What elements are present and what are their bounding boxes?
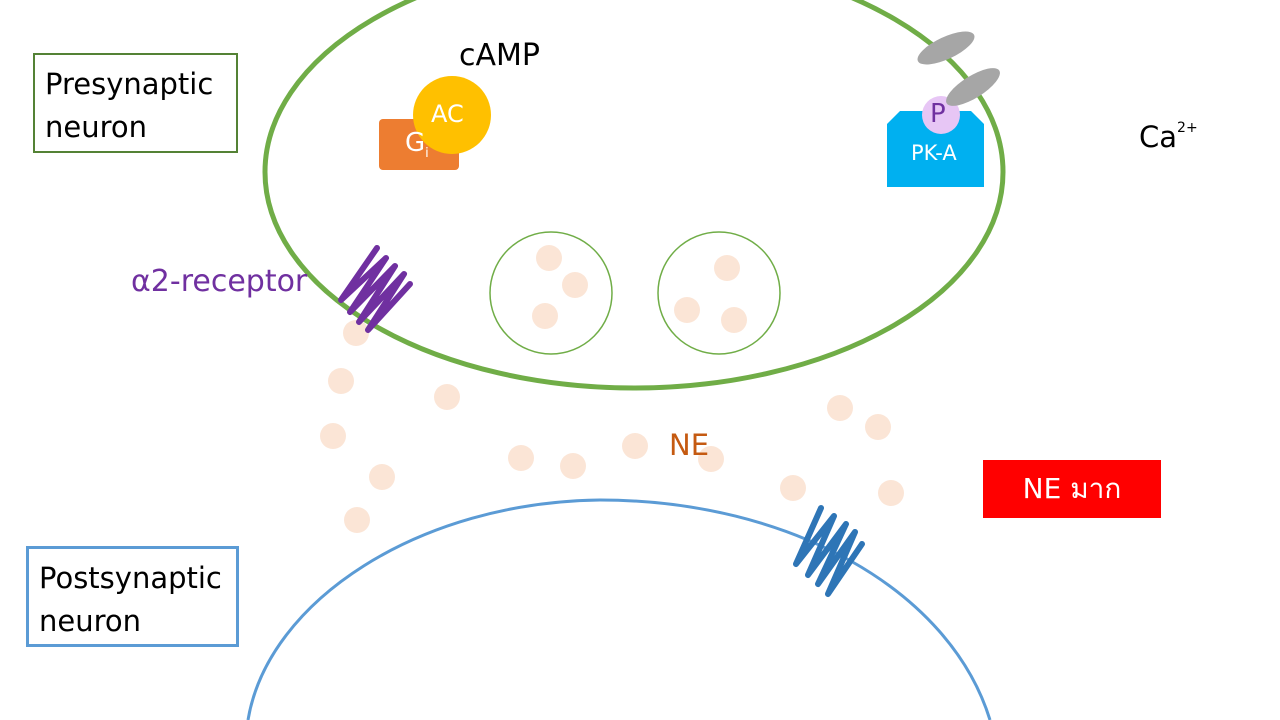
ne-molecule — [369, 464, 395, 490]
ne-molecule — [343, 320, 369, 346]
gi-label: Gi — [405, 128, 429, 161]
calcium-channel-bottom — [946, 68, 1000, 106]
ne-molecule — [878, 480, 904, 506]
ne-molecule — [344, 507, 370, 533]
ne-molecule — [328, 368, 354, 394]
postsynaptic-membrane — [246, 498, 992, 720]
calcium-label: Ca2+ — [1139, 120, 1198, 154]
phosphate-label: P — [930, 99, 946, 129]
ne-molecule — [674, 297, 700, 323]
ne-molecule — [865, 414, 891, 440]
calcium-channel-top — [917, 31, 975, 65]
calcium-text: Ca — [1139, 120, 1178, 154]
ac-label: AC — [431, 100, 464, 128]
ne-molecule — [714, 255, 740, 281]
gi-subscript: i — [425, 146, 429, 162]
postsynaptic-receptor — [793, 505, 865, 597]
ne-molecule — [827, 395, 853, 421]
ne-molecule — [434, 384, 460, 410]
ne-many-badge: NE มาก — [983, 460, 1161, 518]
vesicle — [489, 231, 613, 355]
gi-text: G — [405, 128, 426, 158]
presynaptic-text: Presynaptic neuron — [45, 67, 214, 144]
postsynaptic-text: Postsynaptic neuron — [39, 561, 222, 638]
pka-label: PK-A — [911, 141, 957, 165]
ne-molecule — [320, 423, 346, 449]
presynaptic-membrane — [262, 0, 1006, 391]
ne-molecule — [622, 433, 648, 459]
ne-molecules-cleft — [320, 320, 904, 533]
ne-molecule — [780, 475, 806, 501]
ne-molecule — [560, 453, 586, 479]
ne-molecule — [562, 272, 588, 298]
alpha2-receptor — [338, 245, 413, 333]
ne-molecule — [532, 303, 558, 329]
ne-molecule — [698, 446, 724, 472]
presynaptic-label: Presynaptic neuron — [33, 53, 238, 153]
ne-molecule — [536, 245, 562, 271]
postsynaptic-label: Postsynaptic neuron — [26, 546, 239, 647]
ne-molecule — [721, 307, 747, 333]
pka-protein — [887, 111, 984, 187]
ne-label: NE — [669, 428, 710, 462]
ne-molecule — [508, 445, 534, 471]
ne-many-text: NE มาก — [1022, 472, 1122, 505]
alpha2-receptor-label: α2-receptor — [131, 264, 308, 299]
ne-molecules-vesicle — [532, 245, 747, 333]
calcium-charge: 2+ — [1177, 120, 1198, 137]
camp-label: cAMP — [459, 38, 540, 73]
adenylyl-cyclase — [413, 76, 491, 154]
vesicle — [657, 231, 781, 355]
